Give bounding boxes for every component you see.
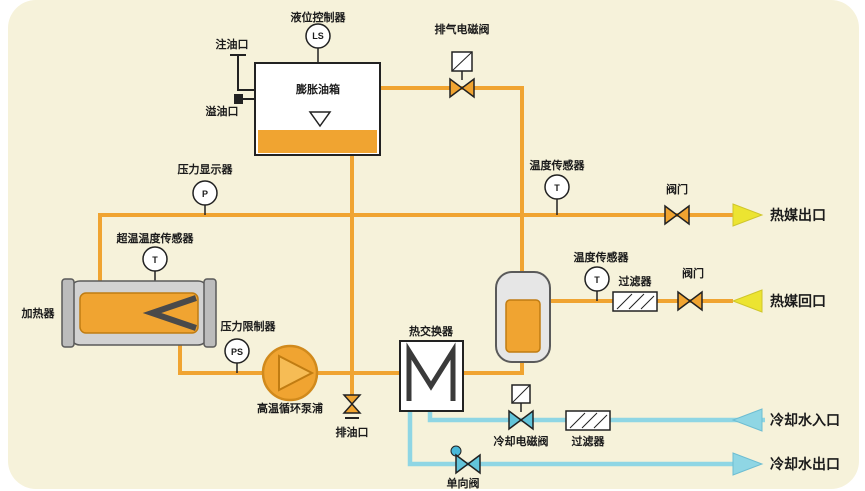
circulation-pump [261, 344, 319, 402]
temp-sensor-right-instrument: T [584, 266, 610, 292]
diagram-background [8, 0, 859, 489]
pressure-tag: P [202, 189, 208, 199]
label-oil-drain-port: 排油口 [336, 425, 369, 439]
label-pressure-display: 压力显示器 [178, 162, 234, 176]
temp-sensor-top-instrument: T [544, 174, 570, 200]
label-temp-sensor-right: 温度传感器 [574, 250, 630, 264]
exhaust-pipe [380, 86, 524, 272]
level-controller-instrument: LS [305, 23, 331, 49]
label-oil-fill-port: 注油口 [216, 37, 249, 51]
oil-overflow-port-fitting [234, 94, 255, 104]
cooling-inlet-arrow [731, 408, 763, 432]
overtemp-sensor-instrument: T [142, 246, 168, 272]
label-filter-hot: 过滤器 [619, 274, 653, 288]
level-switch-tag: LS [312, 31, 324, 41]
hot-return-arrow [731, 289, 763, 313]
label-cooling-water-inlet: 冷却水入口 [770, 412, 840, 428]
cooling-outlet-arrow [732, 452, 764, 476]
temp-top-tag: T [554, 183, 560, 193]
label-overtemp-sensor: 超温温度传感器 [116, 231, 195, 245]
pressure-switch-tag: PS [231, 347, 243, 357]
label-filter-cold: 过滤器 [572, 434, 606, 448]
heat-exchanger-coil [406, 342, 456, 401]
heating-element [142, 295, 197, 331]
filter-hot [612, 291, 658, 312]
label-exhaust-solenoid: 排气电磁阀 [435, 22, 490, 36]
label-check-valve: 单向阀 [447, 476, 480, 490]
oil-fill-port-fitting [230, 54, 255, 91]
label-oil-overflow-port: 溢油口 [206, 104, 239, 118]
label-hot-medium-return: 热媒回口 [770, 293, 826, 309]
label-heat-exchanger: 热交换器 [409, 324, 454, 338]
hot-outlet-pipe [98, 213, 733, 292]
label-cooling-solenoid: 冷却电磁阀 [494, 434, 549, 448]
heater-to-pump-pipe [178, 344, 400, 375]
label-temp-sensor-top: 温度传感器 [530, 158, 586, 172]
expansion-tank [254, 62, 381, 156]
expansion-tank-oil-level [258, 130, 377, 153]
label-expansion-tank: 膨胀油箱 [295, 82, 340, 96]
filter-cold [565, 410, 611, 431]
separator-oil-level [505, 299, 541, 353]
heater [61, 278, 217, 348]
label-valve-return: 阀门 [682, 266, 704, 280]
hot-outlet-arrow [732, 203, 764, 227]
cooling-outlet-pipe [407, 408, 733, 467]
label-hot-medium-outlet: 热媒出口 [770, 207, 826, 223]
label-circulation-pump: 高温循环泵浦 [257, 401, 323, 415]
heater-oil-chamber [79, 292, 199, 334]
label-cooling-water-outlet: 冷却水出口 [770, 456, 840, 472]
oil-drain-valve [342, 394, 362, 419]
heat-exchanger [399, 340, 464, 412]
label-level-controller: 液位控制器 [291, 10, 347, 24]
pressure-display-instrument: P [192, 180, 218, 206]
label-valve-top: 阀门 [666, 182, 688, 196]
cooling-solenoid-valve [508, 384, 534, 431]
check-valve [450, 445, 481, 475]
temp-right-tag: T [594, 275, 600, 285]
valve-hot-outlet [664, 204, 690, 226]
valve-hot-return [677, 290, 703, 312]
pressure-limiter-instrument: PS [224, 338, 250, 364]
label-pressure-limiter: 压力限制器 [221, 319, 277, 333]
exhaust-solenoid-valve [449, 51, 475, 99]
separator-tank [495, 271, 551, 363]
label-heater: 加热器 [21, 306, 56, 320]
level-symbol [308, 111, 332, 128]
overtemp-tag: T [152, 255, 158, 265]
